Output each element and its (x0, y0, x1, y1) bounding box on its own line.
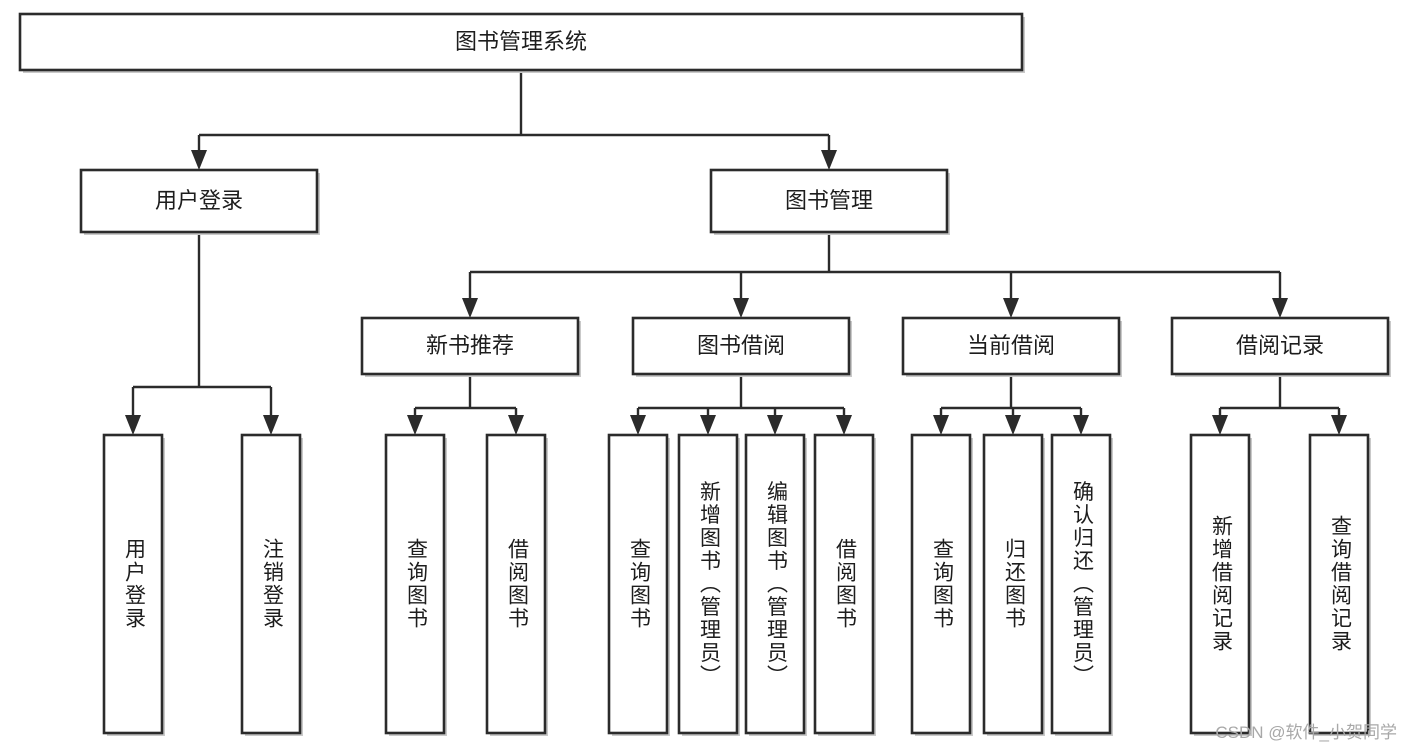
node-leaf-user-login[interactable]: 用户登录 (102, 433, 165, 736)
node-leaf-query-book-2-label: 查询图书 (627, 538, 651, 630)
book-manage-branch-3-arrow-icon (1272, 298, 1288, 318)
user-login-leaf-1-arrow-icon (263, 415, 279, 435)
nodes-layer: 图书管理系统用户登录图书管理新书推荐图书借阅当前借阅借阅记录用户登录注销登录查询… (18, 12, 1391, 736)
node-root-system-box[interactable] (18, 12, 1024, 72)
node-user-login[interactable]: 用户登录 (79, 168, 320, 235)
node-leaf-confirm-return-label: 确认归还（管理员） (1070, 481, 1094, 688)
node-new-book-rec-label: 新书推荐 (426, 333, 514, 358)
node-book-borrow-label: 图书借阅 (697, 333, 785, 358)
node-leaf-add-record-label: 新增借阅记录 (1209, 515, 1233, 653)
group-2-leaf-0-arrow-icon (933, 415, 949, 435)
node-leaf-query-record-box[interactable] (1308, 433, 1370, 735)
node-leaf-query-book-3[interactable]: 查询图书 (910, 433, 973, 736)
book-manage-branch-2-arrow-icon (1003, 298, 1019, 318)
node-leaf-query-record[interactable]: 查询借阅记录 (1308, 433, 1371, 736)
node-leaf-user-login-label: 用户登录 (122, 538, 146, 630)
node-current-borrow-label: 当前借阅 (967, 333, 1055, 358)
book-manage-branch-0-arrow-icon (462, 298, 478, 318)
node-leaf-add-book-box[interactable] (677, 433, 739, 735)
node-book-manage-label: 图书管理 (785, 188, 873, 213)
node-leaf-query-book-1-label: 查询图书 (404, 538, 428, 630)
node-user-login-box[interactable] (79, 168, 319, 234)
node-leaf-edit-book[interactable]: 编辑图书（管理员） (744, 433, 807, 736)
group-2-leaf-1-arrow-icon (1005, 415, 1021, 435)
node-borrow-record[interactable]: 借阅记录 (1170, 316, 1391, 377)
node-leaf-return-book[interactable]: 归还图书 (982, 433, 1045, 736)
group-3-leaf-0-arrow-icon (1212, 415, 1228, 435)
node-leaf-query-book-2[interactable]: 查询图书 (607, 433, 670, 736)
node-user-login-label: 用户登录 (155, 188, 243, 213)
node-root-system-label: 图书管理系统 (455, 29, 587, 54)
node-leaf-borrow-book-1-box[interactable] (485, 433, 547, 735)
node-book-borrow[interactable]: 图书借阅 (631, 316, 852, 377)
group-0-leaf-1-arrow-icon (508, 415, 524, 435)
connectors-layer (125, 70, 1347, 435)
node-leaf-query-book-1[interactable]: 查询图书 (384, 433, 447, 736)
group-1-leaf-1-arrow-icon (700, 415, 716, 435)
node-current-borrow-box[interactable] (901, 316, 1121, 376)
node-new-book-rec[interactable]: 新书推荐 (360, 316, 581, 377)
node-leaf-query-book-1-box[interactable] (384, 433, 446, 735)
node-leaf-add-book-label: 新增图书（管理员） (697, 481, 721, 688)
node-leaf-query-book-3-label: 查询图书 (930, 538, 954, 630)
node-borrow-record-label: 借阅记录 (1236, 333, 1324, 358)
node-leaf-user-login-box[interactable] (102, 433, 164, 735)
group-1-leaf-3-arrow-icon (836, 415, 852, 435)
node-root-system[interactable]: 图书管理系统 (18, 12, 1025, 73)
group-3-leaf-1-arrow-icon (1331, 415, 1347, 435)
book-manage-branch-1-arrow-icon (733, 298, 749, 318)
node-leaf-borrow-book-1[interactable]: 借阅图书 (485, 433, 548, 736)
node-leaf-confirm-return-box[interactable] (1050, 433, 1112, 735)
node-leaf-query-book-2-box[interactable] (607, 433, 669, 735)
node-leaf-query-book-3-box[interactable] (910, 433, 972, 735)
node-new-book-rec-box[interactable] (360, 316, 580, 376)
node-leaf-return-book-label: 归还图书 (1002, 538, 1026, 630)
node-leaf-borrow-book-2[interactable]: 借阅图书 (813, 433, 876, 736)
root-branch-1-arrow-icon (821, 150, 837, 170)
node-leaf-add-book[interactable]: 新增图书（管理员） (677, 433, 740, 736)
node-leaf-confirm-return[interactable]: 确认归还（管理员） (1050, 433, 1113, 736)
node-leaf-add-record[interactable]: 新增借阅记录 (1189, 433, 1252, 736)
node-leaf-edit-book-label: 编辑图书（管理员） (764, 481, 788, 688)
node-book-borrow-box[interactable] (631, 316, 851, 376)
node-leaf-logout-box[interactable] (240, 433, 302, 735)
group-0-leaf-0-arrow-icon (407, 415, 423, 435)
user-login-leaf-0-arrow-icon (125, 415, 141, 435)
root-branch-0-arrow-icon (191, 150, 207, 170)
node-leaf-logout[interactable]: 注销登录 (240, 433, 303, 736)
group-2-leaf-2-arrow-icon (1073, 415, 1089, 435)
node-leaf-add-record-box[interactable] (1189, 433, 1251, 735)
node-leaf-return-book-box[interactable] (982, 433, 1044, 735)
node-current-borrow[interactable]: 当前借阅 (901, 316, 1122, 377)
group-1-leaf-0-arrow-icon (630, 415, 646, 435)
node-leaf-edit-book-box[interactable] (744, 433, 806, 735)
node-borrow-record-box[interactable] (1170, 316, 1390, 376)
node-leaf-borrow-book-1-label: 借阅图书 (505, 538, 529, 630)
group-1-leaf-2-arrow-icon (767, 415, 783, 435)
node-book-manage[interactable]: 图书管理 (709, 168, 950, 235)
node-leaf-borrow-book-2-box[interactable] (813, 433, 875, 735)
node-leaf-borrow-book-2-label: 借阅图书 (833, 538, 857, 630)
node-leaf-query-record-label: 查询借阅记录 (1328, 515, 1352, 653)
node-leaf-logout-label: 注销登录 (260, 538, 284, 630)
csdn-watermark: CSDN @软件_小贺同学 (1215, 723, 1397, 742)
node-book-manage-box[interactable] (709, 168, 949, 234)
